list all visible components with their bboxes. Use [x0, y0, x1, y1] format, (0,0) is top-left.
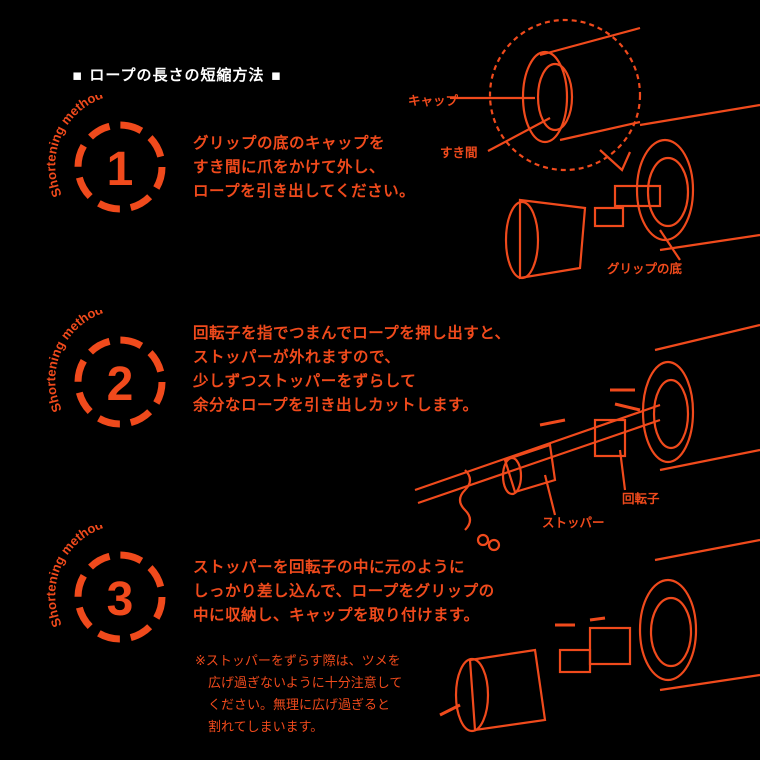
label-stopper: ストッパー	[542, 515, 605, 530]
dashed-circle	[74, 121, 166, 213]
text-line: グリップの底のキャップを	[193, 134, 386, 152]
text-line: しっかり差し込んで、ロープをグリップの	[193, 582, 495, 600]
text-line: ストッパーが外れますので、	[193, 348, 401, 366]
reassembly-illustration	[439, 538, 760, 733]
text-line: 余分なロープを引き出しカットします。	[193, 396, 479, 414]
text-line: 少しずつストッパーをずらして	[193, 372, 417, 390]
rope-stopper-illustration	[414, 323, 760, 552]
note-line: ※ストッパーをずらす際は、ツメを	[195, 654, 401, 669]
step-3-text: ストッパーを回転子の中に元のように しっかり差し込んで、ロープをグリップの 中に…	[193, 555, 495, 627]
label-grip-bottom: グリップの底	[607, 261, 683, 276]
text-line: すき間に爪をかけて外し、	[193, 158, 386, 176]
step-3-badge: Shortening method 3	[43, 525, 166, 643]
step-1-badge: Shortening method 1	[43, 95, 166, 213]
label-gap: すき間	[440, 145, 478, 160]
step-number: 3	[107, 573, 134, 626]
step-number: 2	[107, 358, 134, 411]
step-1-text: グリップの底のキャップを すき間に爪をかけて外し、 ロープを引き出してください。	[193, 131, 415, 203]
note-line: 割れてしまいます。	[208, 720, 324, 735]
dashed-circle	[74, 336, 166, 428]
dashed-circle	[74, 551, 166, 643]
text-line: ストッパーを回転子の中に元のように	[193, 558, 466, 576]
text-line: 回転子を指でつまんでロープを押し出すと、	[193, 324, 511, 342]
note-line: 広げ過ぎないように十分注意して	[208, 676, 403, 691]
caution-note: ※ストッパーをずらす際は、ツメを 広げ過ぎないように十分注意して ください。無理…	[195, 651, 402, 739]
note-line: ください。無理に広げ過ぎると	[208, 698, 391, 713]
text-line: 中に収納し、キャップを取り付けます。	[193, 606, 480, 624]
label-rotor: 回転子	[622, 491, 660, 506]
text-line: ロープを引き出してください。	[193, 182, 416, 200]
step-2-badge: Shortening method 2	[43, 310, 166, 428]
label-cap: キャップ	[408, 93, 459, 108]
step-number: 1	[107, 143, 134, 196]
page-title: ▪ ロープの長さの短縮方法 ▪	[72, 66, 282, 84]
step-2-text: 回転子を指でつまんでロープを押し出すと、 ストッパーが外れますので、 少しずつス…	[193, 321, 511, 417]
grip-cap-illustration-1	[450, 18, 760, 280]
